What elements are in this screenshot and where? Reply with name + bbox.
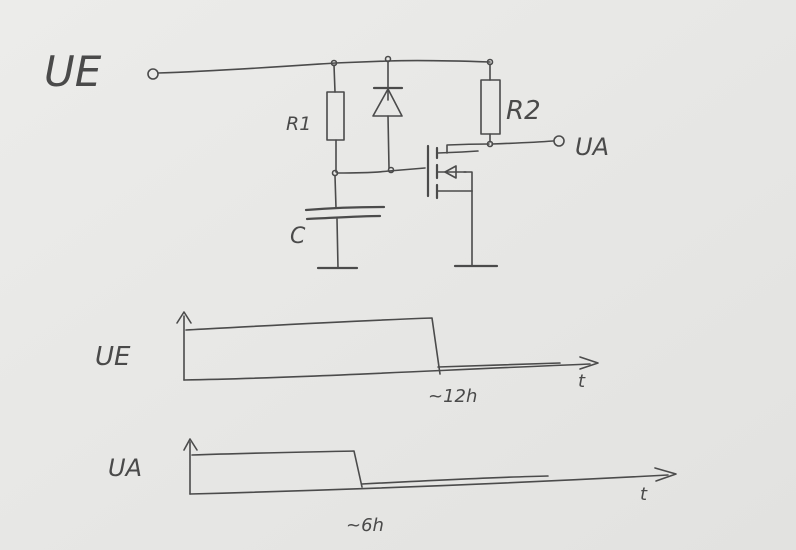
output-time-label: t	[640, 484, 648, 505]
input-time-label: t	[578, 371, 586, 392]
output-switch-time: ~6h	[346, 515, 384, 536]
output-terminal	[553, 135, 565, 147]
output-signal-label: UA	[108, 454, 142, 482]
output-signal-trace	[191, 450, 363, 488]
output-timing-diagram: UA t ~6h	[108, 438, 677, 536]
output-wire	[491, 140, 554, 145]
mosfet-arrow	[444, 165, 457, 179]
circuit-schematic: UE R1 R2 C UA	[44, 47, 609, 270]
output-x-axis	[189, 474, 669, 495]
input-terminal	[147, 68, 159, 80]
mosfet-drain-stub	[437, 150, 479, 154]
gate-wire	[336, 167, 426, 174]
top-rail-wire	[157, 59, 491, 74]
input-signal-trace	[185, 317, 441, 375]
output-y-arrow	[183, 438, 198, 451]
r1-lead-top	[333, 64, 336, 93]
output-x-arrow	[654, 467, 677, 482]
mosfet-body-tie	[463, 171, 473, 192]
drain-wire	[446, 143, 490, 154]
r1-label: R1	[286, 113, 311, 135]
r2-label: R2	[506, 96, 541, 126]
input-signal-low	[437, 362, 561, 368]
input-x-arrow	[579, 356, 599, 370]
input-label: UE	[44, 47, 102, 96]
capacitor-label: C	[290, 224, 306, 249]
input-timing-diagram: UE t ~12h	[95, 311, 599, 407]
cap-lead-bottom	[336, 218, 339, 269]
input-signal-label: UE	[95, 342, 131, 372]
cap-lead-top	[334, 175, 337, 209]
output-label: UA	[575, 133, 609, 161]
output-signal-low	[361, 475, 549, 485]
input-x-axis	[183, 363, 591, 381]
input-switch-off-time: ~12h	[428, 386, 477, 407]
input-y-arrow	[176, 311, 192, 324]
cap-plate-top	[304, 205, 386, 212]
cap-plate-bottom	[305, 214, 382, 221]
diode-lead-bottom	[387, 115, 390, 169]
